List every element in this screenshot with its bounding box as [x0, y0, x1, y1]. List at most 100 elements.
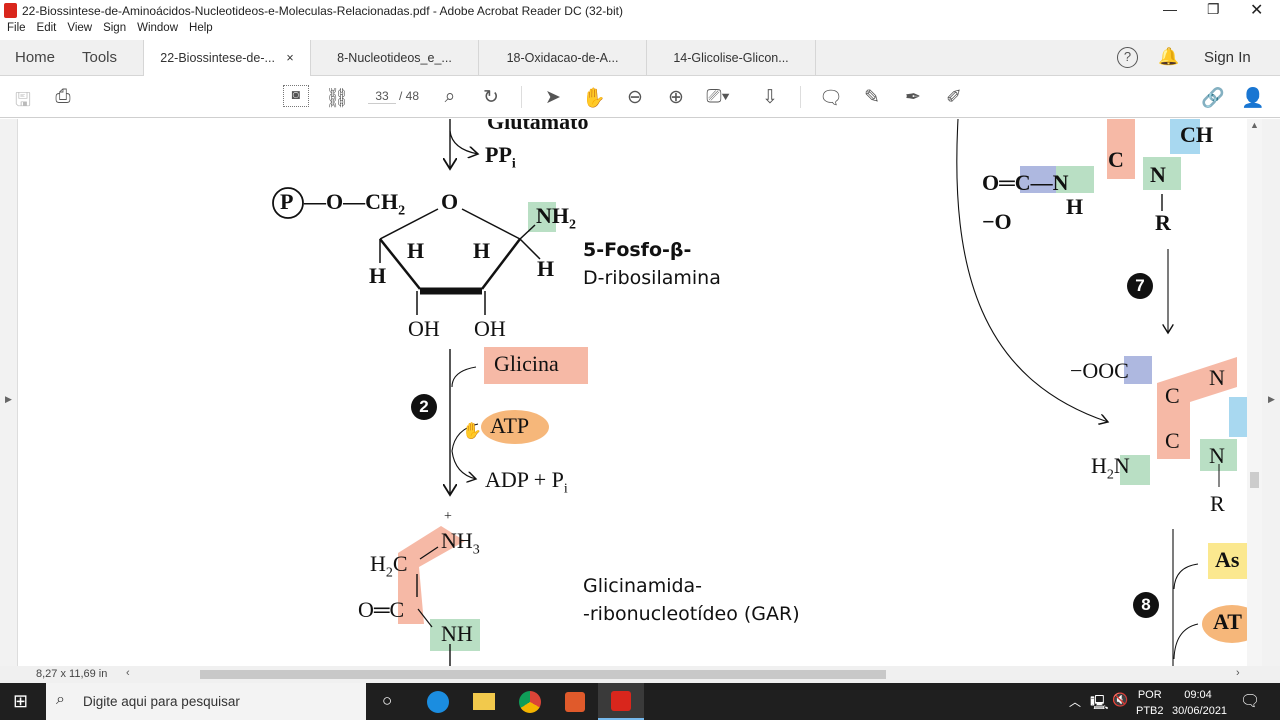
h-atom: H: [1066, 194, 1084, 219]
notification-bell-icon[interactable]: 🔔: [1158, 47, 1180, 66]
left-panel-toggle[interactable]: ▶: [0, 119, 18, 666]
menu-sign[interactable]: Sign: [103, 22, 127, 34]
add-user-icon[interactable]: 👤: [1241, 88, 1265, 109]
volume-muted-icon[interactable]: 🔇: [1112, 692, 1129, 707]
snapshot-icon[interactable]: ◙: [283, 85, 309, 107]
page-size: 8,27 x 11,69 in: [36, 668, 108, 680]
carbonyl-text: O═C: [358, 597, 405, 622]
step-8-badge: 8: [1133, 592, 1159, 618]
glicina-label: Glicina: [494, 351, 559, 376]
acrobat-icon: [4, 3, 17, 18]
zoom-out-icon[interactable]: ⊖: [627, 87, 643, 108]
c-atom: C: [1165, 383, 1180, 408]
prpp-label-1: 5-Fosfo-β-: [583, 239, 692, 261]
tab-document[interactable]: 14-Glicolise-Glicon...: [647, 40, 816, 76]
tab-document[interactable]: 18-Oxidacao-de-A...: [479, 40, 647, 76]
title-bar: 22-Biossintese-de-Aminoácidos-Nucleotide…: [0, 0, 1280, 22]
scroll-thumb[interactable]: [1250, 472, 1259, 488]
rotate-icon[interactable]: ↻: [483, 87, 499, 108]
comment-icon[interactable]: 🗨: [818, 88, 844, 109]
edit-pdf-icon[interactable]: ✐: [946, 87, 962, 108]
edge-icon[interactable]: [427, 691, 449, 713]
task-view-icon[interactable]: ○: [382, 691, 393, 710]
office-app-icon[interactable]: [565, 692, 585, 712]
search-input[interactable]: Digite aqui para pesquisar: [83, 694, 240, 709]
hand-tool-icon[interactable]: ✋: [582, 88, 606, 109]
right-panel-toggle[interactable]: ▶: [1262, 119, 1280, 666]
menu-help[interactable]: Help: [189, 22, 213, 34]
h-atom: H: [537, 256, 555, 281]
tab-document[interactable]: 8-Nucleotideos_e_...: [311, 40, 479, 76]
save-icon[interactable]: 🖫: [14, 90, 32, 111]
marquee-zoom-icon[interactable]: ⌕: [444, 86, 456, 107]
gar-label-1: Glicinamida-: [583, 575, 703, 597]
search-icon: ⌕: [56, 691, 65, 708]
tab-document-active[interactable]: 22-Biossintese-de-... ×: [143, 40, 311, 77]
n-atom: N: [1209, 443, 1225, 468]
tab-label: 22-Biossintese-de-...: [160, 51, 275, 65]
ooc-text: −OOC: [1070, 358, 1129, 383]
pink-shading: [398, 526, 465, 624]
ring-oxygen: O: [441, 189, 459, 214]
chrome-icon[interactable]: [519, 691, 541, 713]
notifications-icon[interactable]: 🗨: [1240, 693, 1261, 710]
c-atom: C: [1108, 147, 1124, 172]
scroll-left-icon[interactable]: ‹: [126, 667, 130, 679]
page-number-input[interactable]: 33: [368, 89, 396, 104]
zoom-in-icon[interactable]: ⊕: [668, 87, 684, 108]
close-tab-icon[interactable]: ×: [286, 51, 294, 65]
share-link-icon[interactable]: 🔗: [1201, 88, 1225, 109]
adp-pi-label: ADP + Pi: [485, 467, 568, 497]
highlight-icon[interactable]: ✎: [864, 87, 880, 108]
n-atom: N: [1150, 162, 1166, 187]
atp-label: AT: [1213, 609, 1242, 634]
help-icon[interactable]: ?: [1117, 47, 1138, 68]
sign-icon[interactable]: ✒: [905, 87, 921, 108]
horizontal-scroll-thumb[interactable]: [200, 670, 886, 679]
minimize-button[interactable]: —: [1163, 1, 1177, 17]
scroll-up-icon[interactable]: ▲: [1250, 120, 1259, 130]
expand-right-icon[interactable]: ▶: [1268, 394, 1275, 404]
network-icon[interactable]: 🖳: [1090, 694, 1109, 710]
o-ch2-text: —O—CH2: [304, 189, 406, 219]
file-explorer-icon[interactable]: [473, 693, 495, 710]
atp-label: ATP: [490, 413, 530, 438]
find-icon[interactable]: ⛓: [324, 88, 350, 109]
menu-window[interactable]: Window: [137, 22, 179, 34]
tab-home[interactable]: Home: [15, 49, 56, 66]
windows-start-icon[interactable]: ⊞: [13, 691, 29, 711]
menu-file[interactable]: File: [7, 22, 26, 34]
tab-bar: Home Tools 22-Biossintese-de-... × 8-Nuc…: [0, 40, 1280, 77]
acrobat-taskbar-icon[interactable]: [598, 683, 644, 720]
scroll-mode-icon[interactable]: ⇩: [762, 87, 778, 108]
carbamate-text: O═C—N: [982, 170, 1069, 195]
menu-edit[interactable]: Edit: [36, 22, 57, 34]
restore-button[interactable]: ❐: [1207, 1, 1220, 17]
green-box: [430, 619, 480, 651]
print-icon[interactable]: ⎙: [55, 86, 71, 107]
taskbar-search[interactable]: ⌕ Digite aqui para pesquisar: [46, 683, 366, 720]
tab-tools[interactable]: Tools: [82, 49, 118, 66]
aspartate-label: As: [1215, 547, 1240, 572]
expand-left-icon[interactable]: ▶: [5, 394, 12, 404]
vertical-scrollbar[interactable]: ▲: [1247, 119, 1262, 666]
show-hidden-icons[interactable]: ︿: [1069, 695, 1082, 709]
nh2-text: NH2: [536, 203, 576, 233]
prpp-label-2: D-ribosilamina: [583, 267, 721, 289]
scroll-right-icon[interactable]: ›: [1236, 667, 1240, 679]
window-title: 22-Biossintese-de-Aminoácidos-Nucleotide…: [22, 4, 623, 18]
glutamato-text: Glutamato: [487, 119, 589, 134]
fit-page-icon[interactable]: ⎚▾: [706, 86, 730, 107]
close-button[interactable]: ✕: [1250, 2, 1264, 19]
sign-in-button[interactable]: Sign In: [1204, 49, 1251, 66]
gar-label-2: -ribonucleotídeo (GAR): [583, 603, 800, 625]
document-view[interactable]: ▶ ▲ ▶ Glutamato PPi P —O—CH2 O NH2 H H H: [0, 119, 1280, 666]
select-cursor-icon[interactable]: ➤: [545, 87, 561, 108]
hand-cursor-icon: ✋: [462, 423, 482, 440]
h-atom: H: [407, 238, 425, 263]
n-atom: N: [1209, 365, 1225, 390]
menu-view[interactable]: View: [67, 22, 93, 34]
ppi-text: PPi: [485, 142, 516, 172]
